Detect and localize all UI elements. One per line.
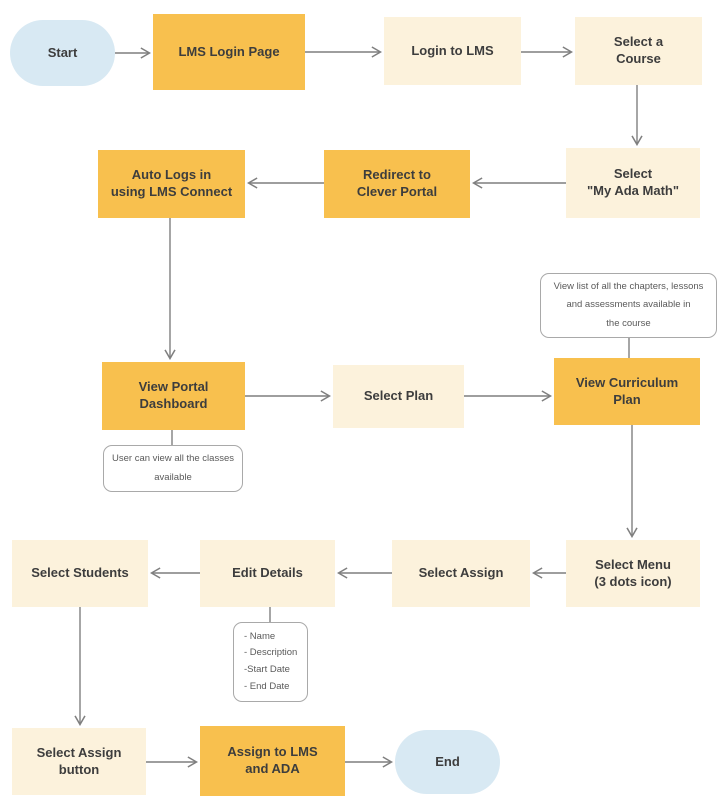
node-lms-login-page: LMS Login Page (153, 14, 305, 90)
node-assign-to-lms-and-ada: Assign to LMS and ADA (200, 726, 345, 796)
node-select-assign: Select Assign (392, 540, 530, 607)
node-select-a-course: Select a Course (575, 17, 702, 85)
node-login-to-lms: Login to LMS (384, 17, 521, 85)
node-edit-details: Edit Details (200, 540, 335, 607)
note-field-description: - Description (244, 647, 298, 659)
node-start: Start (10, 20, 115, 86)
node-auto-logs-in-lms-connect: Auto Logs in using LMS Connect (98, 150, 245, 218)
node-view-portal-dashboard: View Portal Dashboard (102, 362, 245, 430)
node-select-my-ada-math: Select "My Ada Math" (566, 148, 700, 218)
note-field-name: - Name (244, 630, 276, 642)
node-view-curriculum-plan: View Curriculum Plan (554, 358, 700, 425)
node-select-menu-3-dots: Select Menu (3 dots icon) (566, 540, 700, 607)
note-field-start-date: -Start Date (244, 664, 290, 675)
note-view-list-chapters: View list of all the chapters, lessons a… (540, 273, 717, 338)
node-select-plan: Select Plan (333, 365, 464, 428)
note-user-can-view-classes: User can view all the classes available (103, 445, 243, 492)
node-redirect-to-clever-portal: Redirect to Clever Portal (324, 150, 470, 218)
node-select-assign-button: Select Assign button (12, 728, 146, 795)
node-select-students: Select Students (12, 540, 148, 607)
note-field-end-date: - End Date (244, 680, 290, 692)
note-edit-detail-fields: - Name - Description -Start Date - End D… (233, 622, 308, 702)
node-end: End (395, 730, 500, 794)
